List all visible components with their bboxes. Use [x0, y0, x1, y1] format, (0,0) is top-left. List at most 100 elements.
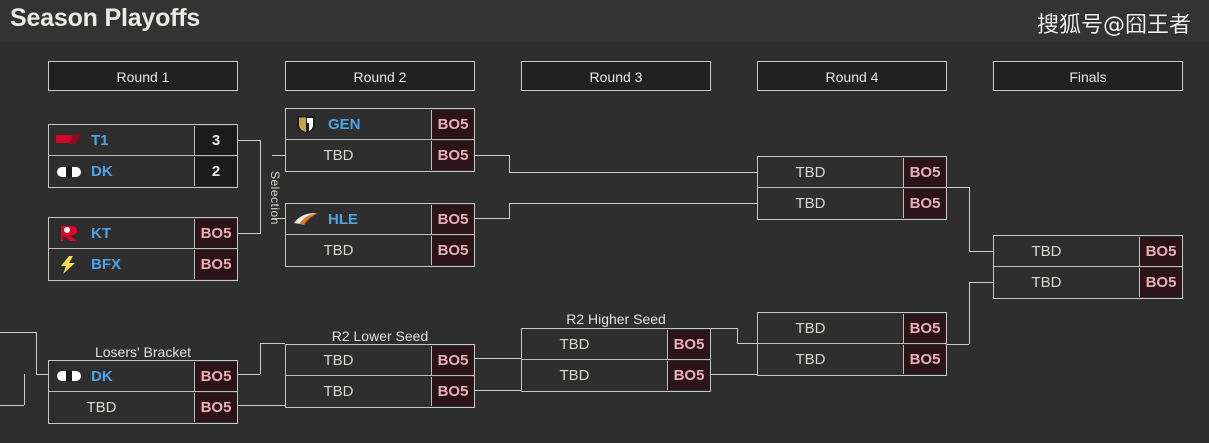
- match-slot-top[interactable]: DK BO5: [49, 361, 237, 392]
- team-name: TBD: [559, 335, 590, 353]
- caption-r2-lower-seed: R2 Lower Seed: [331, 328, 429, 344]
- match-slot-top[interactable]: GEN BO5: [286, 109, 474, 140]
- team-name: TBD: [323, 383, 354, 400]
- score-value: BO5: [431, 345, 474, 375]
- connector-line: [711, 374, 757, 375]
- bfx-logo: [49, 250, 89, 279]
- team-name: TBD: [559, 367, 590, 384]
- match-r2-lower-seed[interactable]: TBD BO5 TBD BO5: [285, 344, 475, 408]
- team-name: TBD: [323, 351, 354, 369]
- t1-logo-glyph: [56, 134, 81, 144]
- round-header-round-2[interactable]: Round 2: [285, 61, 475, 91]
- team-name: TBD: [1031, 274, 1062, 291]
- score-value: BO5: [903, 313, 946, 343]
- score-value: BO5: [667, 361, 710, 390]
- team-name: KT: [91, 224, 111, 242]
- connector-line: [969, 251, 993, 252]
- watermark-text: 搜狐号@囧王者: [1036, 13, 1191, 38]
- team-name: DK: [91, 163, 113, 180]
- round-header-round-1[interactable]: Round 1: [48, 61, 238, 91]
- score-value: BO5: [194, 250, 237, 279]
- match-slot-bottom[interactable]: DK 2: [49, 156, 237, 187]
- match-slot-top[interactable]: KT BO5: [49, 218, 237, 249]
- round-header-round-4[interactable]: Round 4: [757, 61, 947, 91]
- score-value: BO5: [1139, 236, 1182, 266]
- dk-logo: [49, 362, 89, 391]
- connector-line: [969, 187, 970, 251]
- hle-logo: [286, 205, 326, 234]
- match-slot-bottom[interactable]: TBD BO5: [522, 360, 710, 391]
- team-name: TBD: [795, 319, 826, 337]
- team-name: TBD: [795, 195, 826, 212]
- score-value: 3: [194, 125, 237, 155]
- match-slot-bottom[interactable]: TBD BO5: [758, 188, 946, 219]
- match-slot-top[interactable]: TBD BO5: [758, 313, 946, 344]
- match-slot-top[interactable]: HLE BO5: [286, 204, 474, 235]
- match-slot-bottom[interactable]: TBD BO5: [286, 376, 474, 407]
- match-losers-bracket-1[interactable]: DK BO5 TBD BO5: [48, 360, 238, 424]
- team-name: TBD: [1031, 242, 1062, 260]
- bfx-logo-glyph: [61, 255, 75, 274]
- connector-line: [711, 328, 737, 329]
- connector-line: [260, 140, 261, 234]
- kt-logo: [49, 219, 89, 248]
- round-header-round-3[interactable]: Round 3: [521, 61, 711, 91]
- score-value: BO5: [194, 218, 237, 248]
- match-round3-upper[interactable]: TBD BO5 TBD BO5: [757, 156, 947, 220]
- team-name: TBD: [323, 147, 354, 164]
- match-round1-2[interactable]: KT BO5 BFX BO5: [48, 217, 238, 281]
- team-name: HLE: [328, 210, 358, 228]
- match-finals[interactable]: TBD BO5 TBD BO5: [993, 235, 1183, 299]
- match-slot-bottom[interactable]: BFX BO5: [49, 249, 237, 280]
- team-name: TBD: [795, 163, 826, 181]
- match-slot-bottom[interactable]: TBD BO5: [758, 344, 946, 375]
- match-r2-higher-seed[interactable]: TBD BO5 TBD BO5: [521, 328, 711, 392]
- match-slot-bottom[interactable]: TBD BO5: [994, 267, 1182, 298]
- connector-line: [509, 155, 510, 172]
- selection-label: Selection: [268, 171, 282, 225]
- connector-line: [475, 155, 509, 156]
- connector-line: [947, 344, 969, 345]
- match-slot-bottom[interactable]: TBD BO5: [286, 235, 474, 266]
- match-slot-bottom[interactable]: TBD BO5: [286, 140, 474, 171]
- connector-line: [737, 328, 738, 343]
- team-name: BFX: [91, 256, 121, 273]
- score-value: BO5: [431, 141, 474, 170]
- connector-line: [36, 374, 48, 375]
- score-value: BO5: [667, 329, 710, 359]
- score-value: BO5: [431, 236, 474, 265]
- title-bar: Season Playoffs 搜狐号@囧王者: [0, 0, 1209, 43]
- team-name: TBD: [323, 242, 354, 259]
- match-slot-top[interactable]: T1 3: [49, 125, 237, 156]
- team-name: TBD: [86, 399, 117, 416]
- caption-losers-bracket: Losers' Bracket: [94, 344, 192, 360]
- score-value: BO5: [431, 204, 474, 234]
- match-slot-top[interactable]: TBD BO5: [286, 345, 474, 376]
- connector-line: [509, 203, 510, 219]
- match-slot-top[interactable]: TBD BO5: [758, 157, 946, 188]
- gen-logo: [286, 110, 326, 139]
- connector-line: [475, 390, 521, 391]
- team-name: DK: [91, 367, 113, 385]
- score-value: BO5: [431, 377, 474, 406]
- connector-line: [260, 343, 285, 344]
- caption-r2-higher-seed: R2 Higher Seed: [566, 311, 666, 327]
- page-title: Season Playoffs: [10, 4, 201, 32]
- connector-line: [272, 155, 285, 156]
- team-name: T1: [91, 131, 109, 149]
- connector-line: [475, 218, 509, 219]
- match-slot-bottom[interactable]: TBD BO5: [49, 392, 237, 423]
- match-slot-top[interactable]: TBD BO5: [994, 236, 1182, 267]
- match-round1-1[interactable]: T1 3 DK 2: [48, 124, 238, 188]
- score-value: BO5: [903, 189, 946, 218]
- round-header-finals[interactable]: Finals: [993, 61, 1183, 91]
- dk-logo-glyph: [57, 166, 81, 177]
- dk-logo-glyph: [57, 371, 81, 381]
- connector-line: [272, 218, 285, 219]
- match-round2-1[interactable]: GEN BO5 TBD BO5: [285, 108, 475, 172]
- connector-line: [238, 233, 260, 234]
- match-round3-lower[interactable]: TBD BO5 TBD BO5: [757, 312, 947, 376]
- match-slot-top[interactable]: TBD BO5: [522, 329, 710, 360]
- connector-line: [36, 332, 37, 374]
- match-round2-2[interactable]: HLE BO5 TBD BO5: [285, 203, 475, 267]
